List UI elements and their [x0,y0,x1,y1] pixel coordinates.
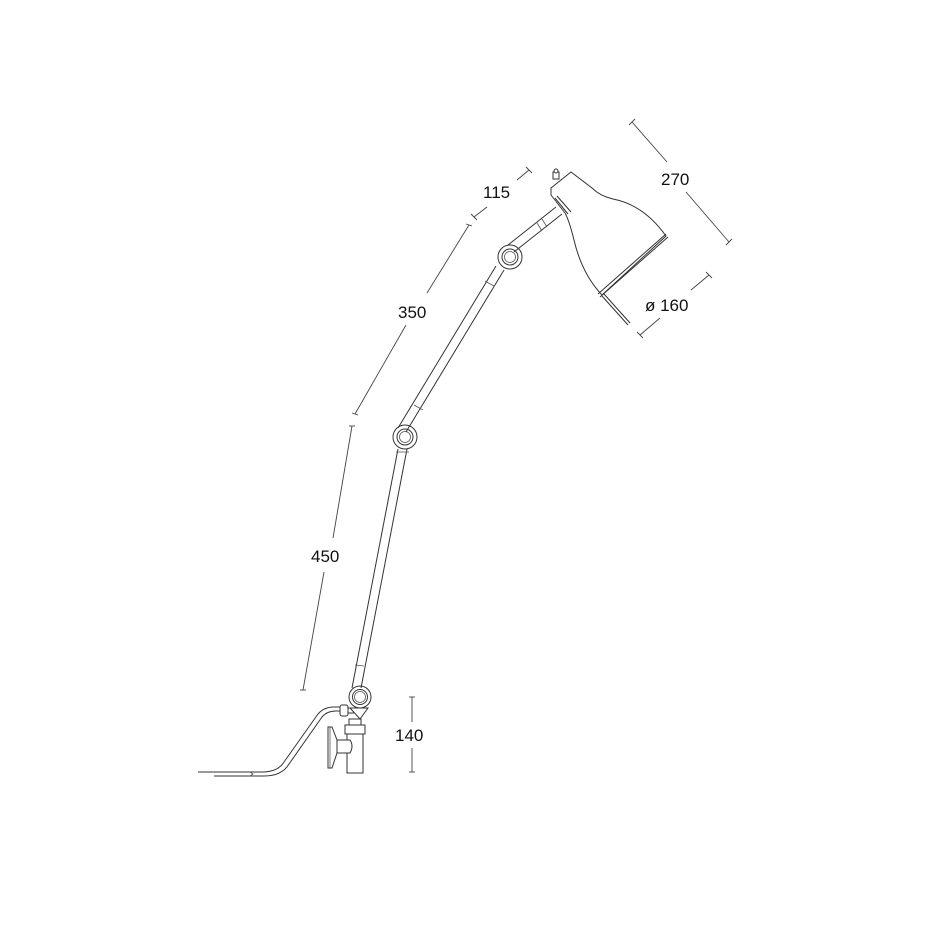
dimension-label-270: 270 [661,170,689,189]
dimension-140: 140 [395,696,423,773]
upper-short-arm [507,206,563,253]
dimension-270: 270 [628,118,733,246]
lamp-shade [550,168,669,326]
dimension-350: 350 [351,223,473,416]
dimension-label-115: 115 [483,183,510,202]
dimension-label-450: 450 [311,547,339,566]
middle-arm [397,265,505,433]
dimension-label-140: 140 [395,726,423,745]
dimension-diameter-160: ø 160 [636,271,713,339]
dimension-450: 450 [300,425,355,691]
clamp-base [327,704,366,774]
lower-joint [348,685,372,720]
dimension-label-350: 350 [398,303,426,322]
dimension-115: 115 [470,166,533,221]
power-cable [198,706,342,777]
middle-joint [392,424,418,450]
dimension-label-diameter: ø 160 [645,296,688,315]
lower-arm [351,448,409,689]
